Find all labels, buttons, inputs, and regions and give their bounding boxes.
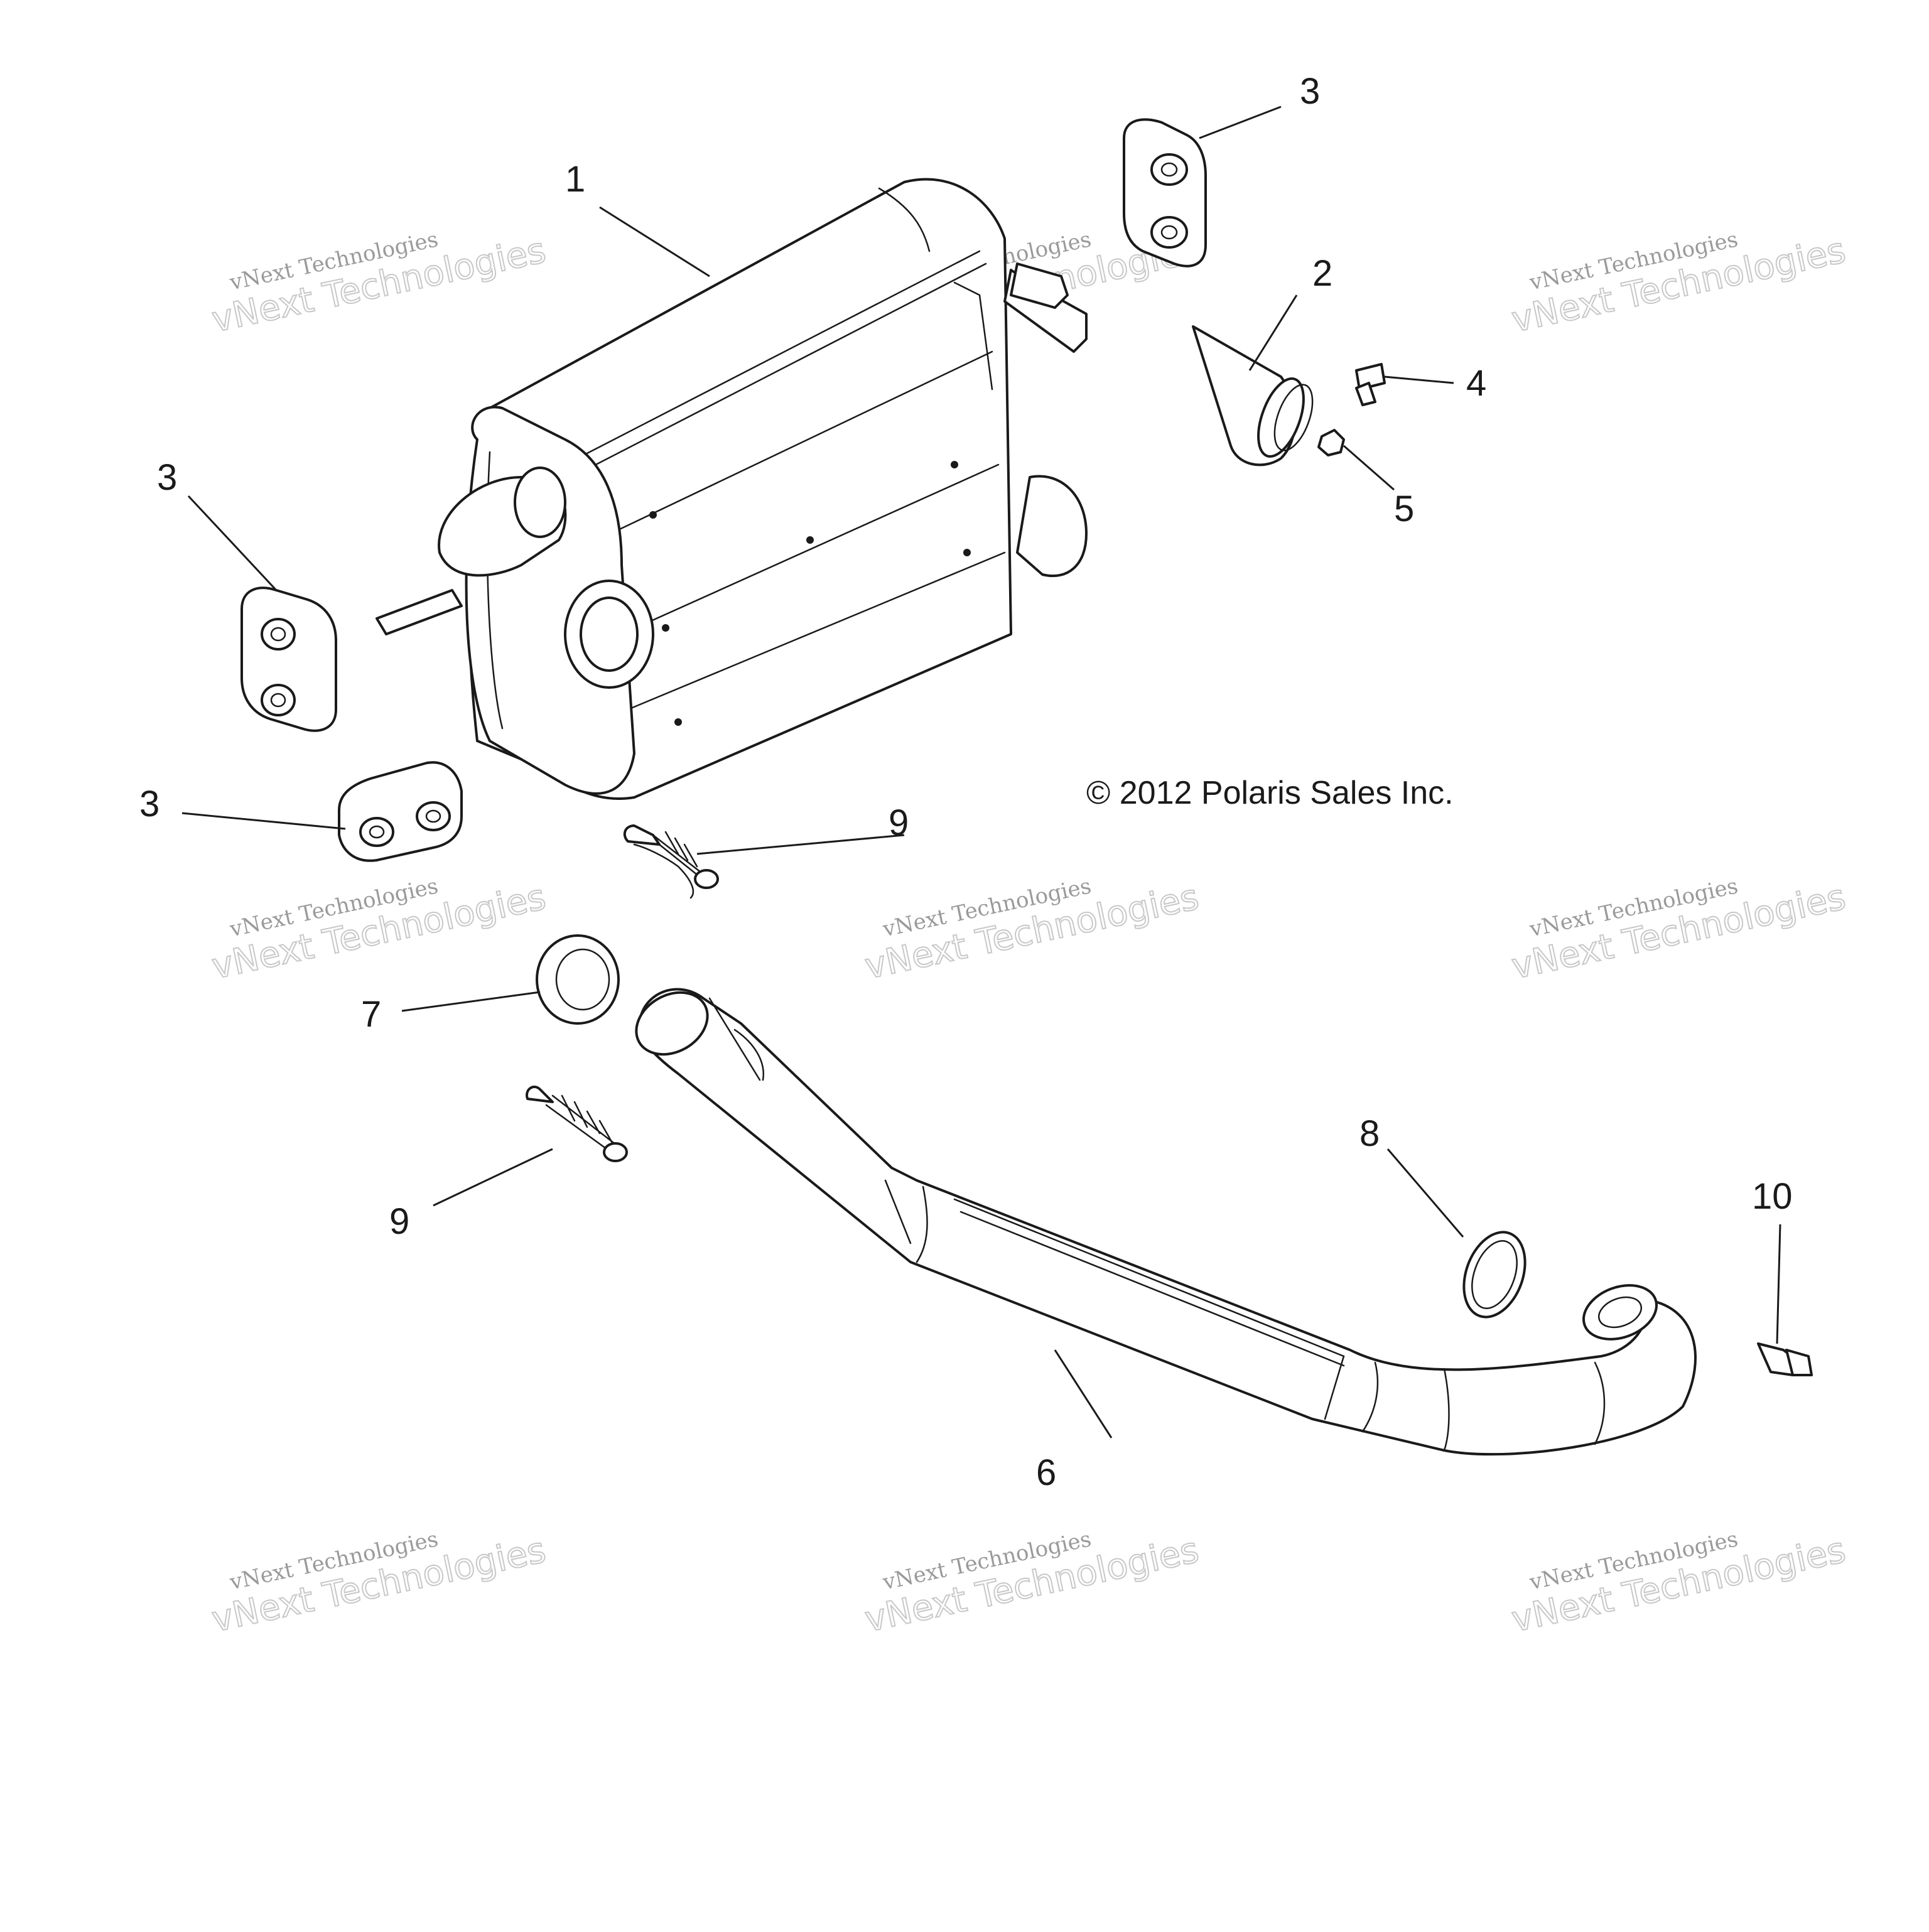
watermark-mid-center: vNext Technologies vNext Technologies: [861, 873, 1203, 988]
head-pipe-part: [635, 988, 1697, 1456]
watermark-bottom-left: vNext Technologies vNext Technologies: [208, 1526, 550, 1641]
copyright-text: © 2012 Polaris Sales Inc.: [1086, 775, 1454, 811]
rubber-mount-top-right: [1123, 118, 1207, 267]
rubber-mount-left-lower: [338, 761, 463, 862]
muffler-part: [376, 178, 1088, 800]
callout-7: 7: [361, 994, 381, 1035]
watermark-top-right: vNext Technologies vNext Technologies: [1508, 227, 1850, 341]
callout-4: 4: [1466, 363, 1486, 404]
spring-lower-part: [526, 1086, 628, 1162]
callout-2: 2: [1312, 253, 1332, 294]
bolt-part: [1757, 1342, 1813, 1376]
watermark-mid-left: vNext Technologies vNext Technologies: [208, 873, 550, 988]
callout-6: 6: [1036, 1452, 1056, 1493]
spark-arrestor-part: [1192, 325, 1314, 467]
callout-10: 10: [1752, 1176, 1793, 1217]
watermark-bottom-right: vNext Technologies vNext Technologies: [1508, 1526, 1850, 1641]
callout-8: 8: [1359, 1113, 1380, 1154]
callout-labels: 1 2 3 3 3 4 5 6 7 8 9 9 10: [139, 71, 1793, 1493]
callout-9-upper: 9: [889, 802, 909, 843]
watermark-mid-right: vNext Technologies vNext Technologies: [1508, 873, 1850, 988]
callout-9-lower: 9: [389, 1201, 409, 1242]
leader-lines: [181, 105, 1781, 1438]
callout-3-left-lower: 3: [139, 784, 159, 824]
callout-1: 1: [565, 159, 585, 200]
gasket-7-part: [536, 934, 620, 1025]
rubber-mount-left-upper: [240, 586, 337, 732]
watermark-bottom-center: vNext Technologies vNext Technologies: [861, 1526, 1203, 1641]
callout-3-left-upper: 3: [157, 457, 177, 498]
callout-3-top-right: 3: [1300, 71, 1320, 112]
nut-part: [1317, 429, 1345, 456]
spring-upper-part: [623, 824, 719, 899]
gasket-8-part: [1462, 1231, 1526, 1319]
screw-part: [1355, 363, 1386, 406]
watermark-top-left: vNext Technologies vNext Technologies: [208, 227, 550, 341]
callout-5: 5: [1394, 488, 1414, 529]
